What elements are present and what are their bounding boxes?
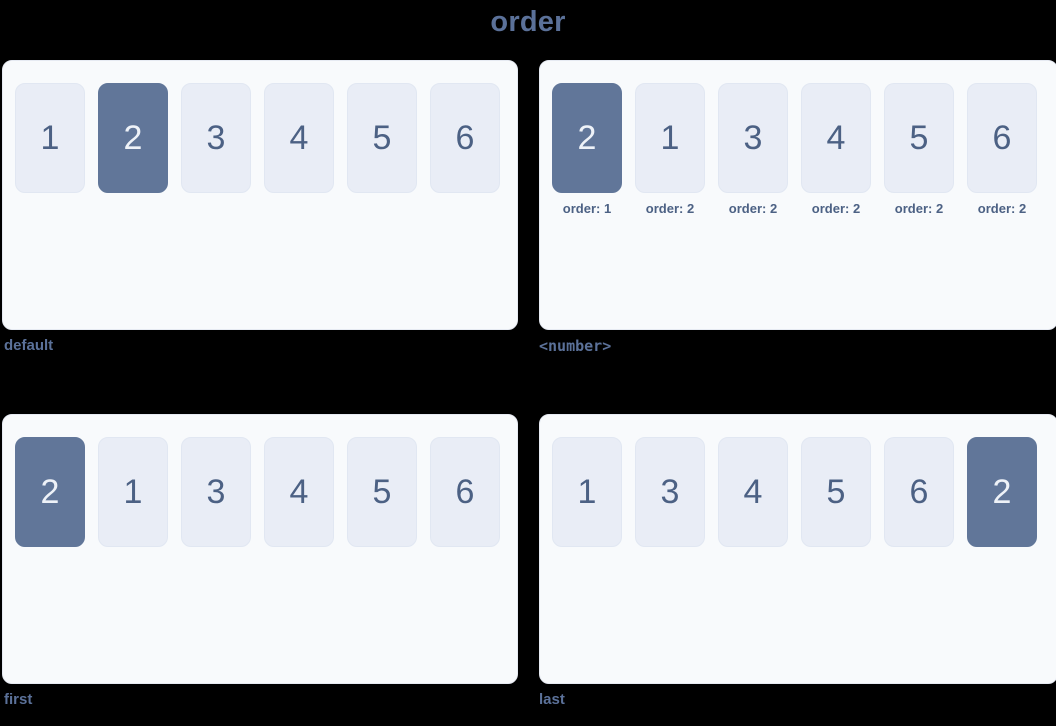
flex-item: 2 <box>98 83 168 193</box>
flex-item: 2 <box>15 437 85 547</box>
order-box[interactable]: 2 <box>98 83 168 193</box>
order-box[interactable]: 6 <box>967 83 1037 193</box>
order-box[interactable]: 5 <box>347 437 417 547</box>
flex-item: 3 <box>181 83 251 193</box>
flex-item: 6 <box>430 83 500 193</box>
order-box[interactable]: 3 <box>181 83 251 193</box>
order-box[interactable]: 1 <box>552 437 622 547</box>
flex-item: 4 order: 2 <box>801 83 871 216</box>
flex-item: 2 <box>967 437 1037 547</box>
order-caption: order: 2 <box>894 201 944 216</box>
order-box[interactable]: 1 <box>98 437 168 547</box>
flex-item: 1 <box>552 437 622 547</box>
flex-item: 1 order: 2 <box>635 83 705 216</box>
order-box[interactable]: 1 <box>15 83 85 193</box>
flex-container: 2 order: 1 1 order: 2 3 order: 2 4 order: 2 5 ord… <box>552 83 1056 216</box>
flex-item: 3 <box>181 437 251 547</box>
order-box[interactable]: 4 <box>264 437 334 547</box>
flex-item: 5 <box>801 437 871 547</box>
order-box[interactable]: 1 <box>635 83 705 193</box>
flex-item: 6 <box>430 437 500 547</box>
order-box[interactable]: 6 <box>884 437 954 547</box>
panel-number: 2 order: 1 1 order: 2 3 order: 2 4 order: 2 5 ord… <box>539 60 1056 372</box>
order-box[interactable]: 4 <box>264 83 334 193</box>
flex-item: 3 order: 2 <box>718 83 788 216</box>
order-box[interactable]: 5 <box>884 83 954 193</box>
flex-item: 1 <box>98 437 168 547</box>
order-box[interactable]: 3 <box>718 83 788 193</box>
page-title: order <box>490 6 566 38</box>
panel-label: <number> <box>539 337 612 355</box>
order-box[interactable]: 2 <box>552 83 622 193</box>
flex-item: 6 order: 2 <box>967 83 1037 216</box>
order-box[interactable]: 4 <box>801 83 871 193</box>
order-caption: order: 2 <box>811 201 861 216</box>
flex-item: 5 order: 2 <box>884 83 954 216</box>
order-box[interactable]: 2 <box>15 437 85 547</box>
flex-item: 5 <box>347 83 417 193</box>
order-box[interactable]: 2 <box>967 437 1037 547</box>
flex-item: 4 <box>718 437 788 547</box>
flex-item: 5 <box>347 437 417 547</box>
panel-label: default <box>4 337 54 354</box>
order-box[interactable]: 6 <box>430 83 500 193</box>
flex-item: 4 <box>264 437 334 547</box>
panel-card: 2 order: 1 1 order: 2 3 order: 2 4 order: 2 5 ord… <box>539 60 1056 330</box>
flex-item: 6 <box>884 437 954 547</box>
order-box[interactable]: 5 <box>801 437 871 547</box>
order-box[interactable]: 6 <box>430 437 500 547</box>
panel-label: last <box>539 691 565 708</box>
order-caption: order: 2 <box>645 201 695 216</box>
order-box[interactable]: 4 <box>718 437 788 547</box>
flex-item: 4 <box>264 83 334 193</box>
order-box[interactable]: 3 <box>635 437 705 547</box>
panel-label: first <box>4 691 33 708</box>
order-box[interactable]: 5 <box>347 83 417 193</box>
order-caption: order: 2 <box>977 201 1027 216</box>
flex-item: 2 order: 1 <box>552 83 622 216</box>
flex-item: 3 <box>635 437 705 547</box>
order-caption: order: 1 <box>562 201 612 216</box>
order-caption: order: 2 <box>728 201 778 216</box>
flex-item: 1 <box>15 83 85 193</box>
order-box[interactable]: 3 <box>181 437 251 547</box>
